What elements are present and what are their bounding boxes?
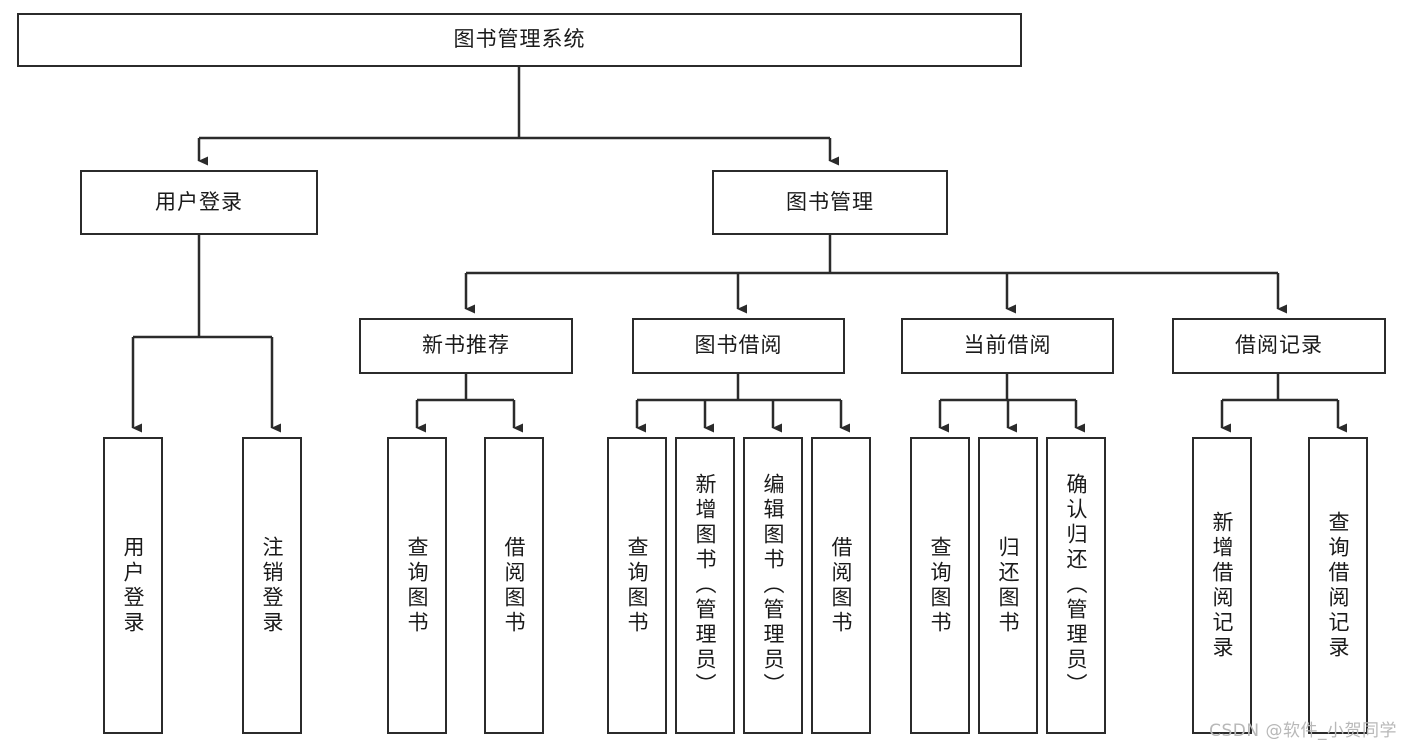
leaf-currentborrow-return-book[interactable]: 归还图书 [978, 437, 1038, 734]
leaf-bookborrow-edit-book[interactable]: 编辑图书（管理员） [743, 437, 803, 734]
leaf-borrowrecord-query-record[interactable]: 查询借阅记录 [1308, 437, 1368, 734]
leaf-borrowrecord-add-record[interactable]: 新增借阅记录 [1192, 437, 1252, 734]
node-label: 图书管理 [786, 189, 874, 214]
node-book-borrow[interactable]: 图书借阅 [632, 318, 845, 374]
node-book-management[interactable]: 图书管理 [712, 170, 948, 235]
node-root-book-management-system[interactable]: 图书管理系统 [17, 13, 1022, 67]
node-label: 新增借阅记录 [1210, 510, 1235, 661]
node-label: 借阅图书 [829, 535, 854, 636]
leaf-user-login[interactable]: 用户登录 [103, 437, 163, 734]
node-label: 用户登录 [155, 189, 243, 214]
leaf-logout[interactable]: 注销登录 [242, 437, 302, 734]
leaf-bookborrow-add-book[interactable]: 新增图书（管理员） [675, 437, 735, 734]
node-label: 借阅图书 [502, 535, 527, 636]
leaf-bookborrow-query-book[interactable]: 查询图书 [607, 437, 667, 734]
node-label: 新增图书（管理员） [693, 473, 718, 698]
node-label: 确认归还（管理员） [1064, 473, 1089, 698]
node-new-book-recommend[interactable]: 新书推荐 [359, 318, 573, 374]
node-label: 借阅记录 [1235, 333, 1323, 358]
node-label: 用户登录 [121, 535, 146, 636]
watermark-text: CSDN @软件_小贺同学 [1209, 721, 1397, 741]
node-label: 查询图书 [928, 535, 953, 636]
leaf-newbook-borrow-book[interactable]: 借阅图书 [484, 437, 544, 734]
node-label: 编辑图书（管理员） [761, 473, 786, 698]
node-user-login[interactable]: 用户登录 [80, 170, 318, 235]
node-label: 图书管理系统 [453, 27, 586, 52]
node-label: 注销登录 [260, 535, 285, 636]
node-label: 当前借阅 [963, 333, 1052, 358]
node-label: 查询图书 [625, 535, 650, 636]
leaf-currentborrow-query-book[interactable]: 查询图书 [910, 437, 970, 734]
node-label: 归还图书 [996, 535, 1021, 636]
node-label: 图书借阅 [694, 333, 783, 358]
leaf-newbook-query-book[interactable]: 查询图书 [387, 437, 447, 734]
leaf-bookborrow-borrow-book[interactable]: 借阅图书 [811, 437, 871, 734]
leaf-currentborrow-confirm-return[interactable]: 确认归还（管理员） [1046, 437, 1106, 734]
node-label: 新书推荐 [422, 333, 510, 358]
node-label: 查询借阅记录 [1326, 510, 1351, 661]
node-current-borrow[interactable]: 当前借阅 [901, 318, 1114, 374]
node-label: 查询图书 [405, 535, 430, 636]
node-borrow-record[interactable]: 借阅记录 [1172, 318, 1386, 374]
